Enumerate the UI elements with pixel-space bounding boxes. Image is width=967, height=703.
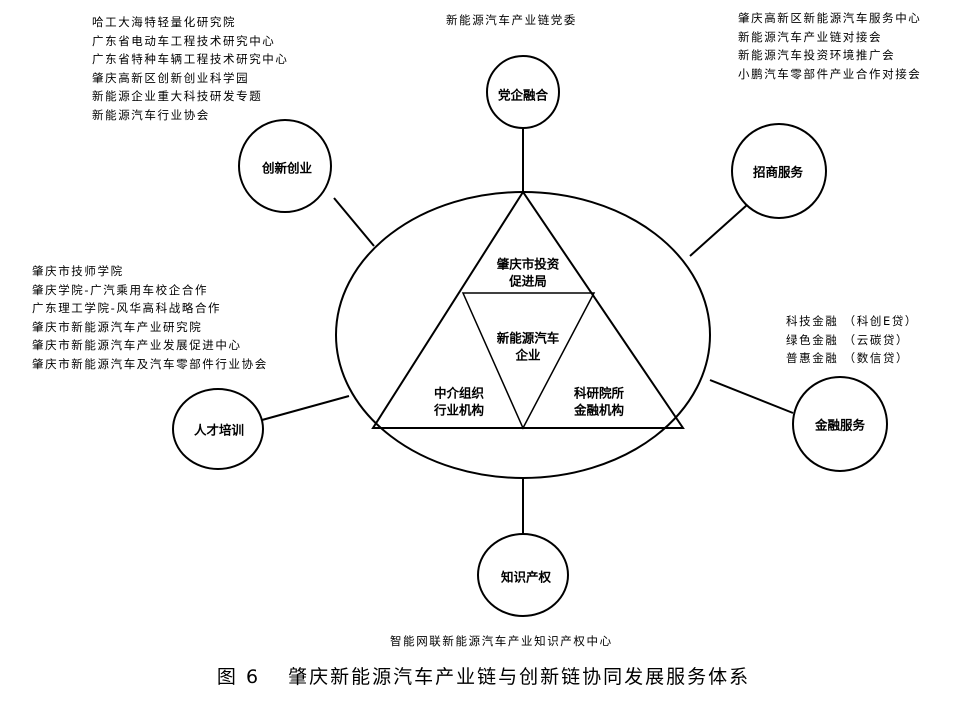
node-top-circle bbox=[486, 55, 560, 129]
note-upper-right-line: 新能源汽车产业链对接会 bbox=[738, 29, 883, 44]
node-top-label: 党企融合 bbox=[498, 88, 549, 103]
note-bottom-line: 智能网联新能源汽车产业知识产权中心 bbox=[390, 634, 613, 648]
figure-number: 图 6 bbox=[216, 666, 261, 688]
note-upper-right: 肇庆高新区新能源汽车服务中心 新能源汽车产业链对接会 新能源汽车投资环境推广会 … bbox=[738, 9, 921, 83]
note-upper-right-line: 肇庆高新区新能源汽车服务中心 bbox=[738, 11, 922, 25]
node-upper-left-circle bbox=[238, 119, 332, 213]
figure-caption: 图 6 肇庆新能源汽车产业链与创新链协同发展服务体系 bbox=[0, 662, 967, 689]
note-left-line: 肇庆市技师学院 bbox=[32, 264, 124, 278]
note-upper-left-line: 哈工大海特轻量化研究院 bbox=[92, 15, 237, 29]
note-upper-left: 哈工大海特轻量化研究院 广东省电动车工程技术研究中心 广东省特种车辆工程技术研究… bbox=[92, 13, 289, 124]
node-right-circle bbox=[792, 376, 888, 472]
note-left-line: 广东理工学院-风华高科战略合作 bbox=[32, 301, 222, 315]
note-left-line: 肇庆学院-广汽乘用车校企合作 bbox=[32, 282, 209, 297]
center-left-line-1: 中介组织 bbox=[434, 386, 485, 401]
note-top: 新能源汽车产业链党委 bbox=[446, 11, 577, 30]
note-upper-left-line: 新能源汽车行业协会 bbox=[92, 107, 210, 122]
note-left-line: 肇庆市新能源汽车产业研究院 bbox=[32, 319, 203, 334]
note-right-line: 绿色金融 （云碳贷） bbox=[786, 332, 910, 347]
center-middle-line-2: 企业 bbox=[514, 348, 541, 363]
node-bottom-label: 知识产权 bbox=[500, 570, 552, 585]
note-upper-left-line: 肇庆高新区创新创业科学园 bbox=[92, 70, 250, 85]
spoke-upper-left bbox=[333, 197, 375, 247]
note-upper-left-line: 广东省特种车辆工程技术研究中心 bbox=[92, 52, 289, 66]
node-right-label: 金融服务 bbox=[814, 418, 866, 433]
note-upper-left-line: 广东省电动车工程技术研究中心 bbox=[92, 33, 276, 48]
note-bottom: 智能网联新能源汽车产业知识产权中心 bbox=[390, 632, 613, 651]
node-upper-left-label: 创新创业 bbox=[261, 161, 313, 176]
note-right-line: 普惠金融 （数信贷） bbox=[786, 351, 910, 365]
note-left: 肇庆市技师学院 肇庆学院-广汽乘用车校企合作 广东理工学院-风华高科战略合作 肇… bbox=[32, 262, 268, 373]
figure-title: 肇庆新能源汽车产业链与创新链协同发展服务体系 bbox=[288, 666, 751, 688]
center-middle-line-1: 新能源汽车 bbox=[497, 331, 560, 346]
inner-triangle bbox=[461, 292, 596, 430]
node-bottom-circle bbox=[477, 533, 569, 617]
outer-triangle bbox=[371, 190, 685, 429]
center-right-line-2: 金融机构 bbox=[573, 403, 624, 418]
center-top-line-1: 肇庆市投资 bbox=[497, 257, 560, 272]
note-upper-right-line: 新能源汽车投资环境推广会 bbox=[738, 48, 896, 62]
spoke-left bbox=[261, 395, 350, 421]
note-top-line: 新能源汽车产业链党委 bbox=[446, 13, 577, 27]
note-upper-left-line: 新能源企业重大科技研发专题 bbox=[92, 89, 263, 103]
node-left-circle bbox=[172, 388, 264, 470]
note-left-line: 肇庆市新能源汽车及汽车零部件行业协会 bbox=[32, 356, 268, 371]
center-left-line-2: 行业机构 bbox=[433, 403, 484, 418]
node-left-label: 人才培训 bbox=[194, 423, 244, 438]
spoke-upper-right bbox=[689, 204, 748, 257]
center-top-line-2: 促进局 bbox=[508, 274, 547, 289]
center-right-line-1: 科研院所 bbox=[574, 386, 625, 401]
note-right-line: 科技金融 （科创E贷） bbox=[786, 314, 919, 328]
spoke-right bbox=[709, 379, 794, 414]
note-right: 科技金融 （科创E贷） 绿色金融 （云碳贷） 普惠金融 （数信贷） bbox=[786, 312, 918, 368]
node-upper-right-label: 招商服务 bbox=[753, 165, 804, 180]
note-left-line: 肇庆市新能源汽车产业发展促进中心 bbox=[32, 338, 242, 352]
note-upper-right-line: 小鹏汽车零部件产业合作对接会 bbox=[738, 66, 922, 81]
node-upper-right-circle bbox=[731, 123, 827, 219]
